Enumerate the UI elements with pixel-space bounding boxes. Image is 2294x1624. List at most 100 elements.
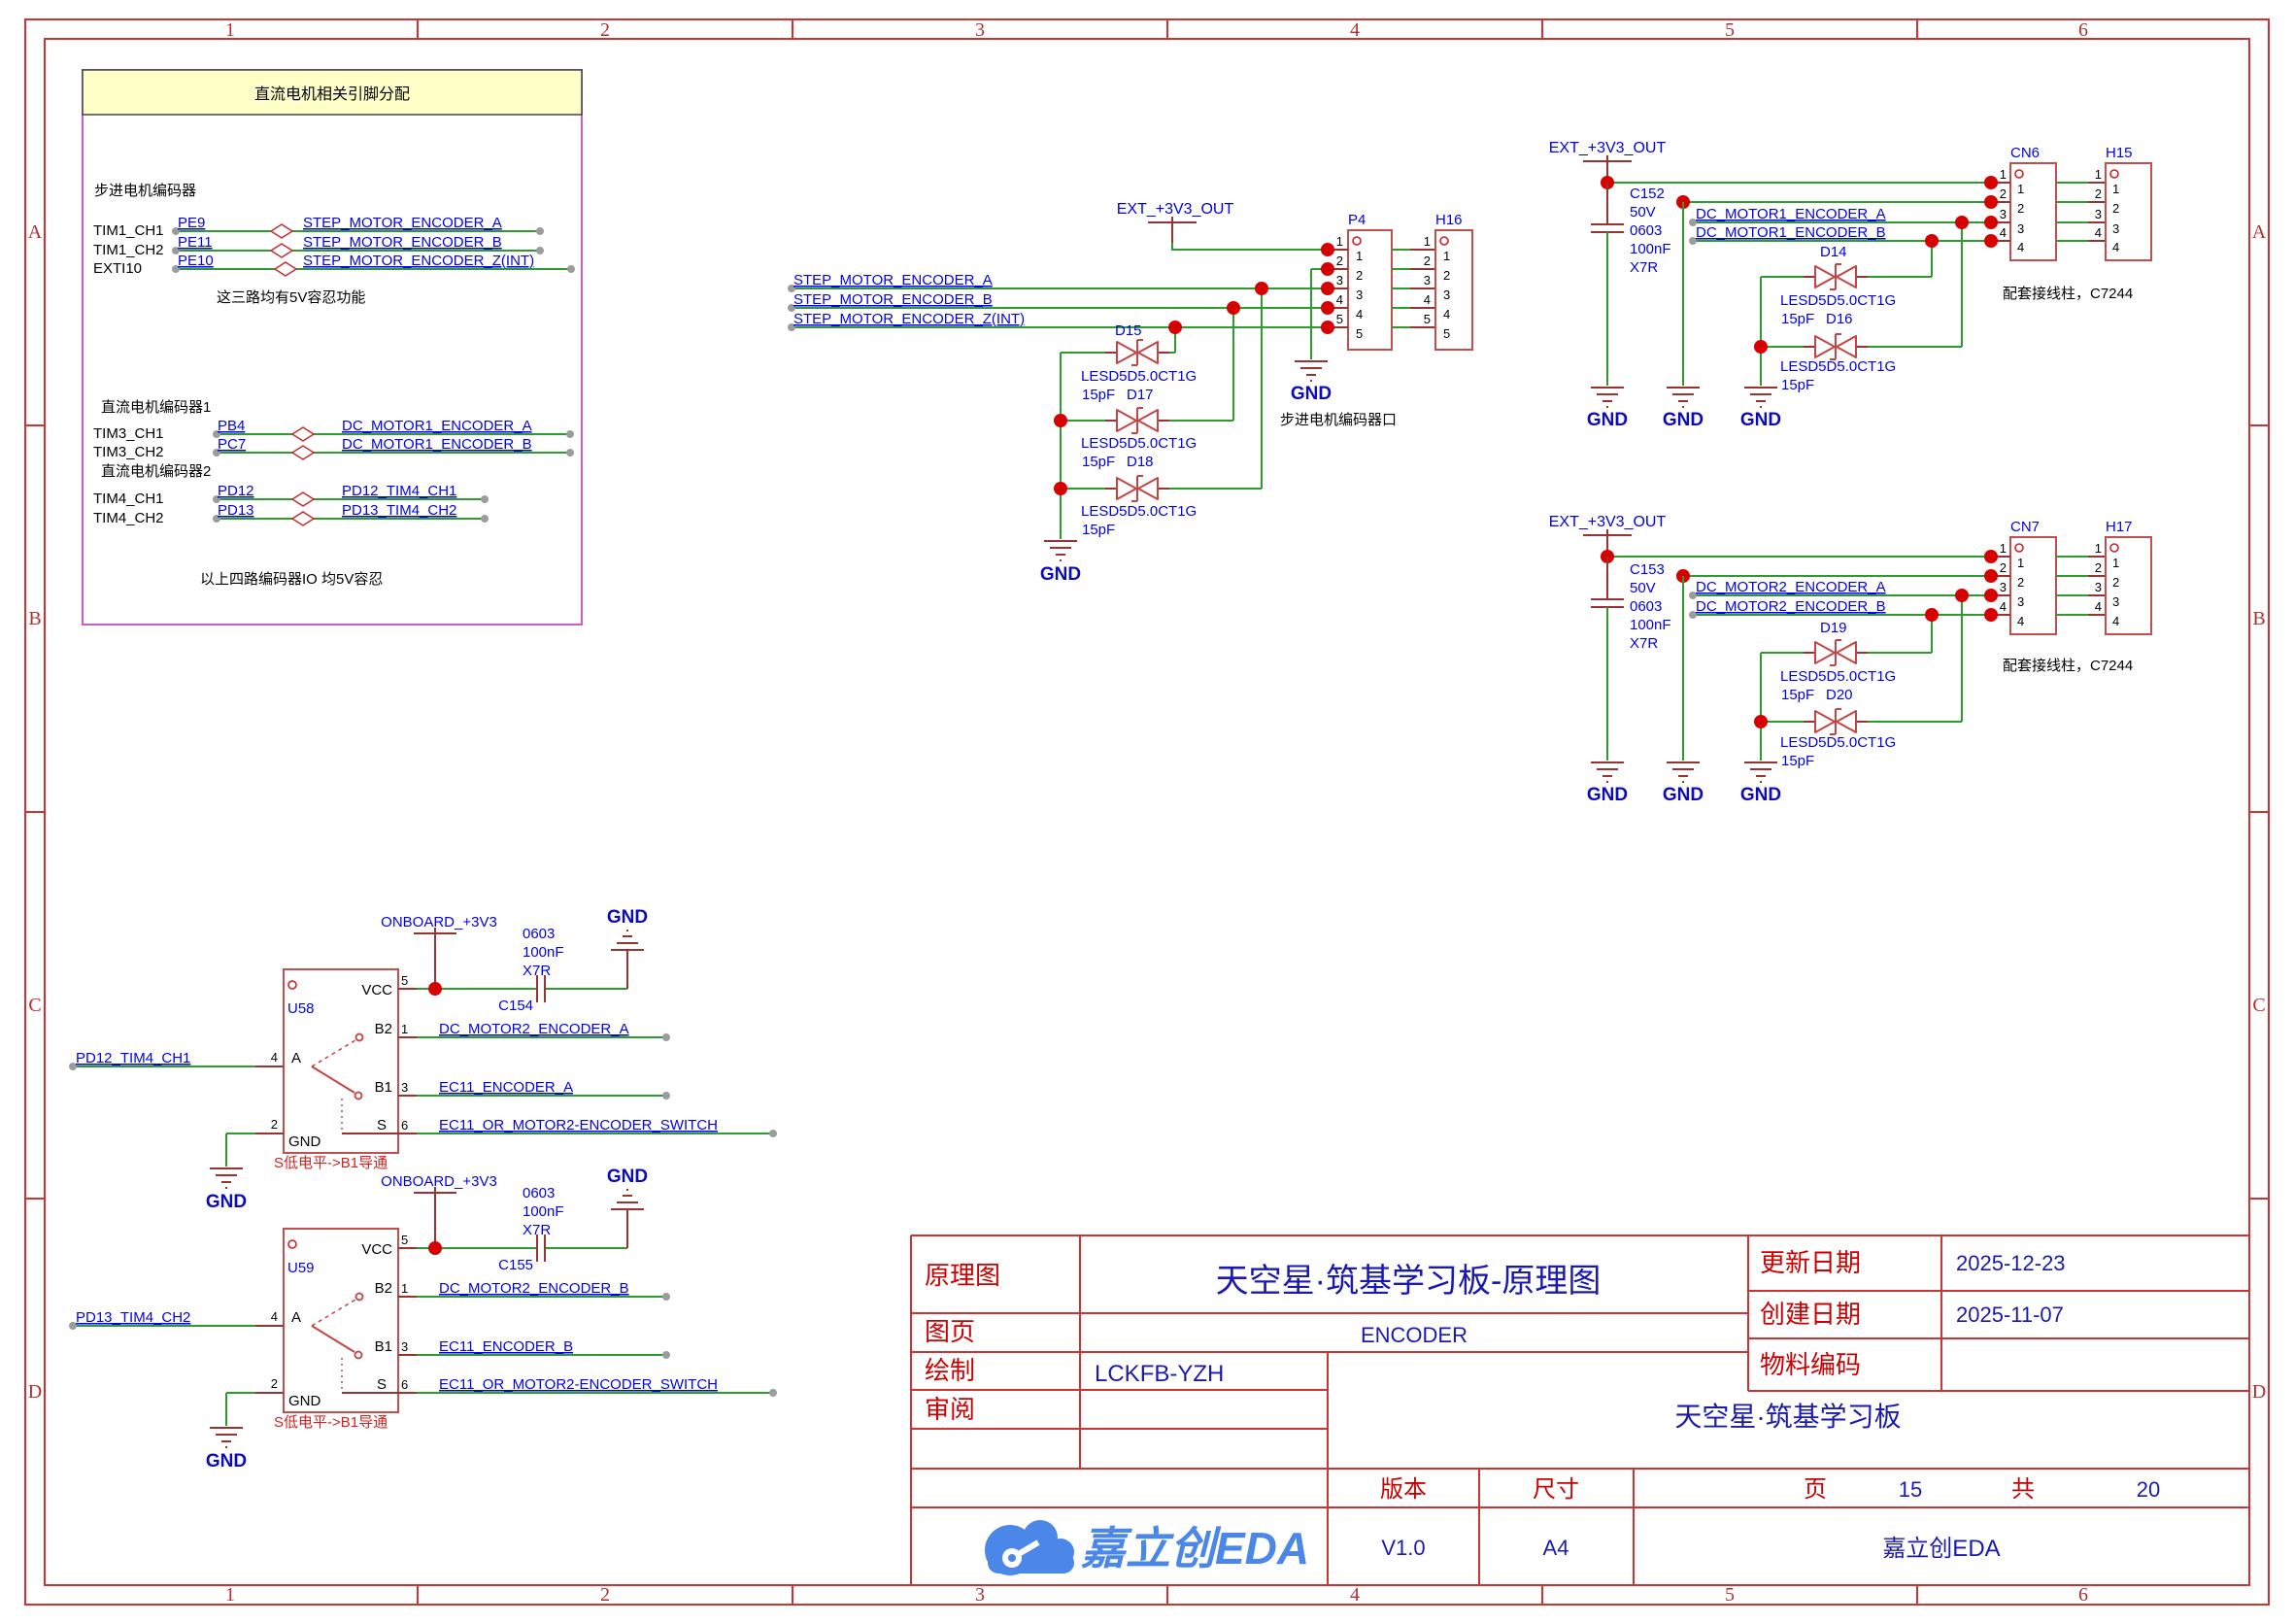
pin-number: 4 [2095, 599, 2102, 614]
pinbox-note: 这三路均有5V容忍功能 [217, 289, 365, 306]
gnd-label: GND [206, 1451, 247, 1472]
pin-number: 3 [1336, 273, 1343, 288]
component-value: 0603 [1630, 598, 1662, 615]
drawn-by: LCKFB-YZH [1095, 1361, 1224, 1387]
pin-number: 2 [2000, 560, 2007, 575]
frame-col: 3 [975, 1584, 985, 1606]
pin-name: 4 [2112, 614, 2119, 628]
component-ref: C155 [498, 1257, 533, 1273]
field-label: 共 [2011, 1476, 2035, 1503]
section-caption: 配套接线柱，C7244 [2003, 286, 2133, 302]
frame-col: 5 [1725, 1584, 1735, 1606]
mcu-pin-func: TIM1_CH2 [93, 242, 164, 258]
frame-row: D [2252, 1381, 2266, 1403]
net-label: DC_MOTOR2_ENCODER_B [1696, 598, 1886, 615]
pin-number: 1 [2000, 541, 2007, 556]
component-ref: D20 [1826, 687, 1853, 703]
net-label: STEP_MOTOR_ENCODER_A [303, 215, 502, 231]
pin-number: 1 [401, 1022, 408, 1036]
component-value: 15pF [1781, 311, 1814, 327]
net-label: STEP_MOTOR_ENCODER_Z(INT) [793, 311, 1025, 327]
pin-name: B1 [375, 1079, 392, 1096]
connector-cn7[interactable]: CN7 1 2 3 4 1 2 3 4 [1984, 519, 2057, 635]
jlceda-logo: 嘉立创EDA [985, 1520, 1309, 1575]
mcu-port: PD13 [218, 502, 254, 519]
dc-motor1-encoder-section[interactable]: EXT_+3V3_OUT DC_MOTOR1_ENCODER_A DC_MOTO… [1549, 140, 2152, 430]
field-label: 版本 [1380, 1476, 1427, 1503]
connector-cn6[interactable]: CN6 1 2 3 4 1 2 3 4 [1984, 145, 2057, 261]
field-label: 尺寸 [1533, 1476, 1579, 1503]
pin-name: 3 [2017, 221, 2024, 236]
component-value: 100nF [523, 944, 564, 961]
mux-note: S低电平->B1导通 [274, 1414, 388, 1431]
component-ref: C152 [1630, 186, 1665, 202]
net-label: EC11_OR_MOTOR2-ENCODER_SWITCH [439, 1376, 718, 1393]
component-value: 100nF [523, 1203, 564, 1220]
pin-name: 4 [1443, 307, 1450, 321]
field-label: 原理图 [925, 1261, 1000, 1290]
pinbox-title: 直流电机相关引脚分配 [254, 85, 410, 103]
mcu-pin-func: EXTI10 [93, 260, 142, 277]
pin-number: 2 [2095, 186, 2102, 201]
sheet-name: ENCODER [1361, 1323, 1467, 1347]
pinbox-heading: 直流电机编码器1 [101, 399, 211, 416]
power-flag-symbol [414, 928, 456, 989]
pin-number: 4 [1424, 292, 1431, 307]
mcu-pin-func: TIM4_CH2 [93, 510, 164, 526]
section-caption: 配套接线柱，C7244 [2003, 658, 2133, 674]
pinbox-heading: 直流电机编码器2 [101, 463, 211, 480]
pin-number: 3 [2095, 580, 2102, 594]
pin-assignment-box[interactable]: 直流电机相关引脚分配 步进电机编码器 TIM1_CH1 PE9 STEP_MOT… [82, 69, 583, 626]
pin-number: 5 [1336, 312, 1343, 326]
pinbox-heading: 步进电机编码器 [94, 183, 196, 199]
analog-switch-u58[interactable]: ONBOARD_+3V3 U58 GND 0603 100nF X7R C154… [69, 907, 777, 1212]
stepper-encoder-port-section[interactable]: EXT_+3V3_OUT STEP_MOTOR_ENCODER_A STEP_M… [788, 201, 1473, 585]
component-value: 100nF [1630, 617, 1671, 633]
capacitor-c152[interactable]: C152 50V 0603 100nF X7R [1591, 183, 1671, 386]
component-ref: D14 [1820, 244, 1847, 260]
connector-p4[interactable]: P4 1 2 3 4 5 1 2 3 4 5 [1321, 212, 1393, 351]
title-block: 原理图 天空星·筑基学习板-原理图 图页 ENCODER 绘制 LCKFB-YZ… [910, 1235, 2249, 1585]
component-value: 50V [1630, 204, 1656, 220]
mcu-port: PC7 [218, 436, 246, 453]
spdt-switch-icon [311, 1032, 364, 1133]
connector-h17[interactable]: H17 1 2 3 4 1 2 3 4 [2056, 519, 2152, 635]
gate-diamond-icon [290, 491, 316, 507]
pin-name: 1 [2112, 182, 2119, 196]
component-value: 15pF [1082, 522, 1115, 538]
net-label: PD12_TIM4_CH1 [342, 483, 456, 499]
pin-name: GND [288, 1133, 321, 1150]
dc-motor2-encoder-section[interactable]: EXT_+3V3_OUT DC_MOTOR2_ENCODER_A DC_MOTO… [1549, 514, 2152, 805]
pin-number: 1 [2095, 167, 2102, 182]
component-value: LESD5D5.0CT1G [1081, 368, 1197, 385]
component-ref: D17 [1127, 387, 1154, 403]
component-value: LESD5D5.0CT1G [1780, 734, 1896, 751]
frame-row: B [2252, 608, 2265, 629]
frame-col: 1 [225, 19, 235, 41]
gnd-symbol [1667, 387, 1700, 408]
mcu-pin-func: TIM3_CH2 [93, 444, 164, 460]
pin-name: 2 [2112, 201, 2119, 216]
connector-h16[interactable]: H16 1 2 3 4 5 1 2 3 4 5 [1392, 212, 1473, 351]
component-ref: H15 [2106, 145, 2133, 161]
net-label: DC_MOTOR2_ENCODER_A [439, 1021, 629, 1037]
gnd-symbol [1744, 387, 1777, 408]
pin-number: 4 [2000, 225, 2007, 240]
tvs-diode-symbol [1814, 639, 1857, 735]
analog-switch-u59[interactable]: ONBOARD_+3V3 U59 GND 0603 100nF X7R C155… [69, 1167, 777, 1472]
frame-row: C [2252, 995, 2265, 1016]
connector-h15[interactable]: H15 1 2 3 4 1 2 3 4 [2056, 145, 2152, 261]
tvs-diode-symbol [1814, 263, 1857, 360]
component-value: 0603 [1630, 222, 1662, 239]
mcu-port: PE11 [178, 234, 213, 251]
pin-number: 4 [2095, 225, 2102, 240]
pin-name: A [291, 1050, 301, 1066]
capacitor-c153[interactable]: C153 50V 0603 100nF X7R [1591, 557, 1671, 761]
pin1-indicator-icon [287, 1239, 297, 1249]
pin1-indicator-icon [287, 980, 297, 990]
component-ref: D19 [1820, 620, 1847, 636]
component-value: LESD5D5.0CT1G [1780, 358, 1896, 375]
pin1-indicator-icon [1352, 236, 1362, 246]
power-net-label: ONBOARD_+3V3 [381, 914, 497, 930]
